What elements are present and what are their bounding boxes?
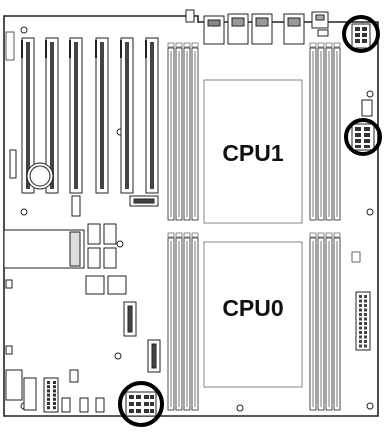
- io-small-connector: [185, 9, 195, 23]
- pcie-slot: [120, 37, 134, 194]
- small-jumper: [5, 279, 13, 289]
- jumper: [69, 369, 79, 383]
- mounting-hole: [20, 26, 28, 34]
- mounting-hole: [236, 404, 244, 412]
- cpu1-power-connector: [344, 99, 382, 156]
- highlight-ring: [344, 118, 382, 156]
- mounting-hole: [366, 90, 374, 98]
- header-connector: [5, 31, 15, 61]
- cpu0-socket: [203, 241, 303, 388]
- dimm-slot: [317, 232, 325, 411]
- dimm-slot: [309, 42, 317, 221]
- highlight-ring: [118, 381, 164, 427]
- dimm-slot: [333, 42, 341, 221]
- dimm-slot: [167, 232, 175, 411]
- mounting-hole: [116, 240, 124, 248]
- pcie-slots: [21, 37, 159, 194]
- oculink-connector: [103, 223, 117, 245]
- pcie-slot: [145, 37, 159, 194]
- dimm-slot: [191, 42, 199, 221]
- dimm-slot: [183, 232, 191, 411]
- mounting-hole: [20, 208, 28, 216]
- header-connector: [9, 149, 17, 179]
- dimm-slot: [191, 232, 199, 411]
- oculink-connector: [87, 247, 101, 269]
- small-jumper: [5, 345, 13, 355]
- fan-header: [95, 397, 105, 413]
- dimm-slot: [333, 232, 341, 411]
- pcie-slot: [45, 37, 59, 194]
- dimm-slots: [167, 42, 341, 411]
- mounting-hole: [366, 208, 374, 216]
- dimm-slot: [175, 42, 183, 221]
- cmos-battery: [26, 162, 54, 190]
- left-components: [3, 149, 161, 413]
- cpu0-label: CPU0: [222, 295, 283, 321]
- id-button: [317, 29, 329, 37]
- dimm-slot: [183, 42, 191, 221]
- highlight-ring: [342, 15, 380, 53]
- fan-header: [61, 397, 71, 413]
- usb-header: [23, 377, 37, 411]
- oculink-connector: [87, 223, 101, 245]
- header-connector: [71, 195, 81, 217]
- dimm-slot: [167, 42, 175, 221]
- main-power-connector: [355, 291, 371, 351]
- mounting-hole: [366, 402, 374, 410]
- pcie-slot: [95, 37, 109, 194]
- slimsas-connector: [107, 275, 127, 295]
- slimsas-connector: [85, 275, 105, 295]
- bottom-power-connector: [118, 381, 164, 427]
- cpu1-socket: [203, 79, 303, 224]
- small-header: [351, 251, 361, 263]
- rear-io-power-connector: [342, 15, 380, 53]
- dimm-slot: [325, 232, 333, 411]
- pcie-slot: [21, 37, 35, 194]
- pcie-slot: [69, 37, 83, 194]
- dimm-slot: [317, 42, 325, 221]
- rear-io: [185, 9, 329, 45]
- mounting-hole: [114, 352, 122, 360]
- dimm-slot: [175, 232, 183, 411]
- cpu1-label: CPU1: [222, 140, 284, 166]
- oculink-connector: [103, 247, 117, 269]
- fan-header: [79, 397, 89, 413]
- dimm-slot: [309, 232, 317, 411]
- front-panel-header: [5, 369, 23, 401]
- dimm-slot: [325, 42, 333, 221]
